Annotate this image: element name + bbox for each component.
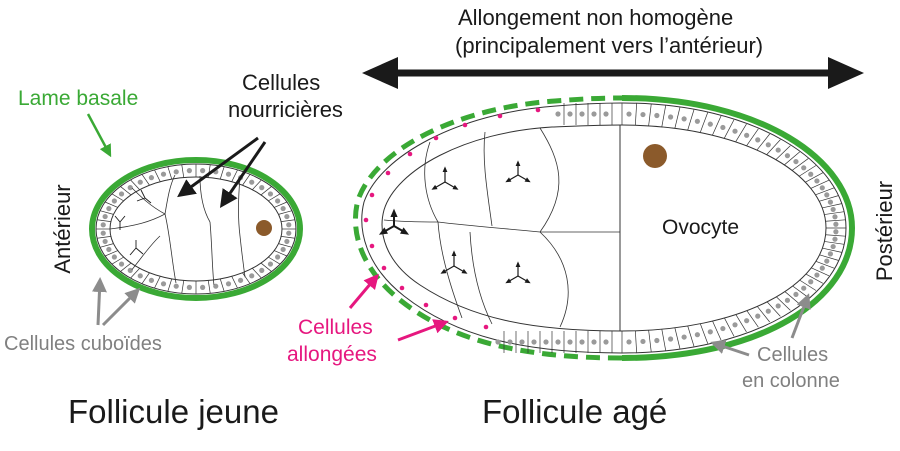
cuboidal-arrow-1 [91, 277, 107, 326]
elongation-title-line2: (principalement vers l’antérieur) [455, 33, 764, 58]
oocyte-label: Ovocyte [662, 216, 740, 239]
basal-lamina-label: Lame basale [18, 87, 139, 110]
elongated-cells-label-line2: allongées [287, 343, 377, 366]
old-follicle [353, 95, 856, 361]
elongated-cells-label-line1: Cellules [298, 316, 373, 339]
columnar-cells-label-line2: en colonne [742, 370, 840, 392]
cuboidal-arrow-2 [101, 287, 141, 327]
young-follicle-title: Follicule jeune [68, 393, 279, 430]
elongation-title-line1: Allongement non homogène [458, 5, 734, 30]
basal-lamina-arrow [86, 113, 112, 158]
old-basal-lamina-solid [621, 95, 856, 361]
nurse-arrow-1 [177, 136, 259, 198]
old-follicle-cells [363, 103, 846, 353]
columnar-arrow-2 [790, 293, 811, 339]
old-basal-lamina-dashed [353, 95, 623, 361]
old-nurse-tri-markers [378, 160, 531, 284]
elongated-arrow-1 [348, 273, 379, 309]
elongated-arrow-2 [397, 319, 449, 342]
columnar-arrow-1 [710, 339, 750, 357]
nurse-cells-label-line2: nourricières [228, 97, 343, 122]
young-cuboidal-cells [96, 164, 296, 294]
old-oocyte-nucleus [643, 144, 667, 168]
nurse-cells-label-line1: Cellules [242, 70, 321, 95]
old-follicle-title: Follicule agé [482, 393, 668, 430]
nurse-arrow-2 [219, 141, 267, 208]
posterior-label: Postérieur [872, 180, 897, 282]
elongation-arrow [362, 57, 864, 89]
cuboidal-cells-label: Cellules cuboïdes [4, 333, 162, 355]
old-nurse-cell-boundaries [383, 127, 620, 328]
anterior-label: Antérieur [50, 184, 75, 274]
columnar-cells-label-line1: Cellules [757, 344, 829, 366]
young-nurse-tri-markers [114, 189, 152, 256]
young-follicle [89, 157, 303, 301]
young-oocyte-nucleus [256, 220, 272, 236]
